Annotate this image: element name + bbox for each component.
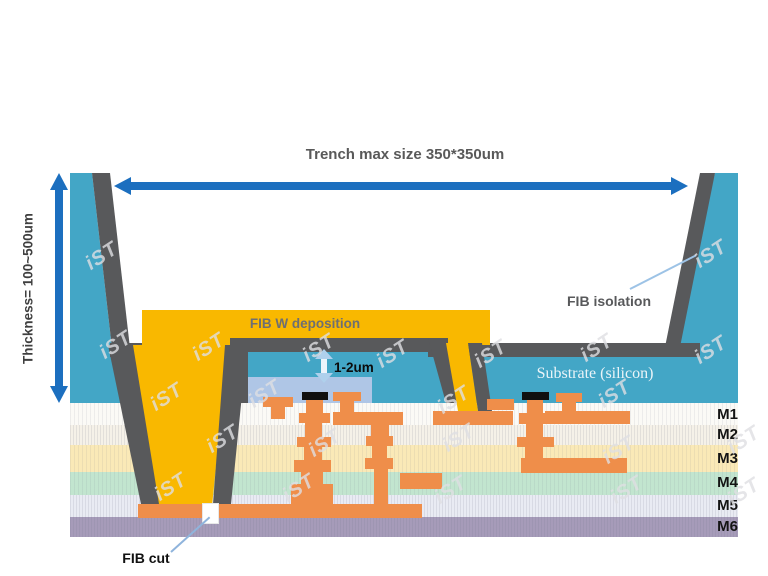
- metal-interconnect: [365, 458, 393, 469]
- metal-interconnect: [333, 412, 403, 425]
- contact-cap: [302, 392, 328, 400]
- layer-label-m1: M1: [717, 406, 738, 423]
- metal-interconnect: [521, 458, 627, 473]
- layer-label-m5: M5: [717, 497, 738, 514]
- isolation-label: FIB isolation: [567, 293, 651, 309]
- arrow-head-down: [50, 386, 68, 403]
- arrow-bar: [321, 357, 327, 375]
- cut-label: FIB cut: [122, 550, 170, 566]
- shallow-trench-silicon: [248, 352, 428, 380]
- layer-label-m6: M6: [717, 518, 738, 535]
- arrow-head-down: [315, 373, 333, 383]
- substrate-label: Substrate (silicon): [536, 365, 654, 382]
- metal-interconnect: [519, 413, 551, 424]
- shallow-trench-silicon-right: [372, 377, 428, 403]
- metal-interconnect: [306, 400, 323, 413]
- arrow-head-up: [50, 173, 68, 190]
- gap-label: 1-2um: [334, 360, 374, 375]
- layer-label-m3: M3: [717, 450, 738, 467]
- metal-interconnect: [372, 446, 387, 459]
- metal-interconnect: [294, 460, 331, 472]
- metal-interconnect: [366, 436, 393, 446]
- metal-interconnect: [297, 437, 331, 447]
- thickness-label: Thickness= 100~500um: [20, 213, 36, 364]
- metal-interconnect: [526, 424, 543, 437]
- metal-interconnect: [340, 401, 354, 412]
- metal-interconnect: [433, 411, 513, 425]
- layer-band-m6: [70, 517, 738, 537]
- metal-interconnect: [400, 473, 442, 489]
- arrow-head-left: [114, 177, 131, 195]
- arrow-bar: [55, 188, 63, 388]
- metal-interconnect: [525, 447, 543, 460]
- diagram-title: Trench max size 350*350um: [305, 146, 505, 163]
- metal-interconnect: [138, 504, 422, 518]
- metal-interconnect: [333, 392, 361, 401]
- metal-interconnect: [291, 484, 333, 504]
- shallow-trench-left-wall: [230, 338, 248, 403]
- metal-interconnect: [527, 400, 543, 413]
- metal-interconnect: [271, 407, 285, 419]
- arrow-bar: [130, 182, 672, 190]
- metal-interconnect: [374, 469, 388, 508]
- arrow-head-right: [671, 177, 688, 195]
- metal-interconnect: [371, 425, 389, 436]
- contact-cap: [522, 392, 549, 400]
- metal-interconnect: [562, 402, 576, 412]
- shallow-trench-top: [230, 338, 448, 352]
- metal-interconnect: [299, 413, 330, 423]
- layer-label-m2: M2: [717, 426, 738, 443]
- layer-label-m4: M4: [717, 474, 738, 491]
- deposition-label: FIB W deposition: [249, 316, 361, 331]
- metal-interconnect: [263, 397, 293, 407]
- metal-interconnect: [305, 423, 322, 437]
- metal-interconnect: [517, 437, 554, 447]
- metal-interconnect: [304, 447, 322, 462]
- metal-interconnect: [487, 399, 514, 410]
- metal-interconnect: [301, 472, 323, 485]
- metal-interconnect: [556, 393, 582, 402]
- arrow-head-up: [315, 349, 333, 359]
- metal-interconnect: [545, 411, 630, 424]
